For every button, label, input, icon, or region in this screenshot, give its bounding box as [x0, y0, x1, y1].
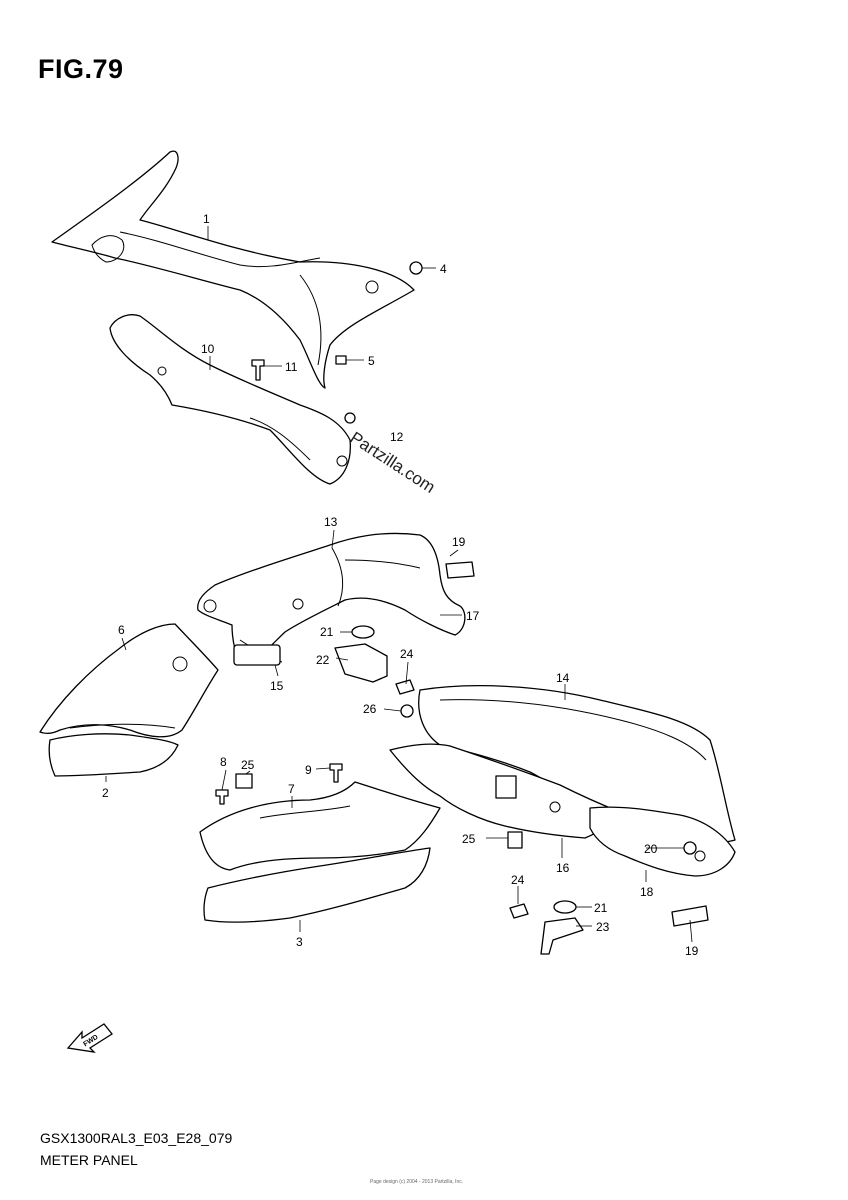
callout-19-lower: 19: [685, 944, 699, 958]
model-code: GSX1300RAL3_E03_E28_079: [40, 1130, 233, 1146]
part-13-inner-duct[interactable]: [197, 532, 466, 666]
hardware-parts[interactable]: [215, 261, 709, 955]
part-10-duct[interactable]: [109, 314, 351, 485]
part-21-grommet-lower: [553, 900, 577, 914]
figure-title: FIG.79: [38, 54, 124, 84]
part-26-nut: [400, 704, 414, 718]
part-12-clip: [344, 412, 356, 424]
part-1-meter-panel-cover[interactable]: [51, 150, 415, 389]
part-22-bracket: [334, 643, 388, 683]
callout-10: 10: [201, 342, 215, 356]
callout-21-upper: 21: [320, 625, 334, 639]
leader-lines: [105, 226, 693, 943]
callout-21-lower: 21: [594, 901, 608, 915]
callout-24-lower: 24: [511, 873, 525, 887]
callout-8: 8: [220, 755, 227, 769]
part-19-pad-lower: [671, 905, 709, 927]
part-19-pad-upper: [445, 561, 475, 579]
callout-17: 17: [466, 609, 480, 623]
part-5-screw: [335, 355, 347, 365]
callout-7: 7: [288, 782, 295, 796]
callout-15: 15: [270, 679, 284, 693]
callout-24-upper: 24: [400, 647, 414, 661]
part-25-clip-upper: [235, 773, 253, 789]
part-11-screw: [251, 359, 265, 381]
callout-12: 12: [390, 430, 404, 444]
callout-3: 3: [296, 935, 303, 949]
callout-26: 26: [363, 702, 377, 716]
callout-22: 22: [316, 653, 330, 667]
part-23-bracket: [540, 917, 584, 955]
callout-18: 18: [640, 885, 654, 899]
part-25-clip-lower: [507, 831, 523, 849]
part-20-bolt: [683, 841, 697, 855]
part-6-left-inner-cover[interactable]: [39, 623, 219, 777]
callout-4: 4: [440, 262, 447, 276]
figure-name: METER PANEL: [40, 1152, 138, 1168]
callout-25-upper: 25: [241, 758, 255, 772]
callout-14: 14: [556, 671, 570, 685]
part-21-grommet-upper: [351, 625, 375, 639]
part-9-screw: [329, 763, 343, 783]
part-7-lower-cover[interactable]: [199, 781, 441, 923]
callout-19-upper: 19: [452, 535, 466, 549]
part-4-grommet: [409, 261, 423, 275]
callout-9: 9: [305, 763, 312, 777]
callout-20: 20: [644, 842, 658, 856]
fwd-arrow-icon: FWD: [66, 1023, 113, 1053]
callout-5: 5: [368, 354, 375, 368]
part-24-bolt-upper: [395, 679, 415, 695]
callout-13: 13: [324, 515, 338, 529]
callout-1: 1: [203, 212, 210, 226]
callout-16: 16: [556, 861, 570, 875]
callout-11: 11: [285, 360, 298, 374]
part-14-right-cover[interactable]: [389, 685, 736, 877]
part-8-screw: [215, 789, 229, 805]
copyright-text: Page design (c) 2004 - 2013 Partzilla, I…: [370, 1179, 464, 1185]
callout-23: 23: [596, 920, 610, 934]
callout-25-lower: 25: [462, 832, 476, 846]
callout-2: 2: [102, 786, 109, 800]
callout-6: 6: [118, 623, 125, 637]
callout-labels: 1 2 3 4 5 6 7 8 9 10 11 12 13 14 15 16 1…: [102, 212, 699, 958]
part-24-bolt-lower: [509, 903, 529, 919]
